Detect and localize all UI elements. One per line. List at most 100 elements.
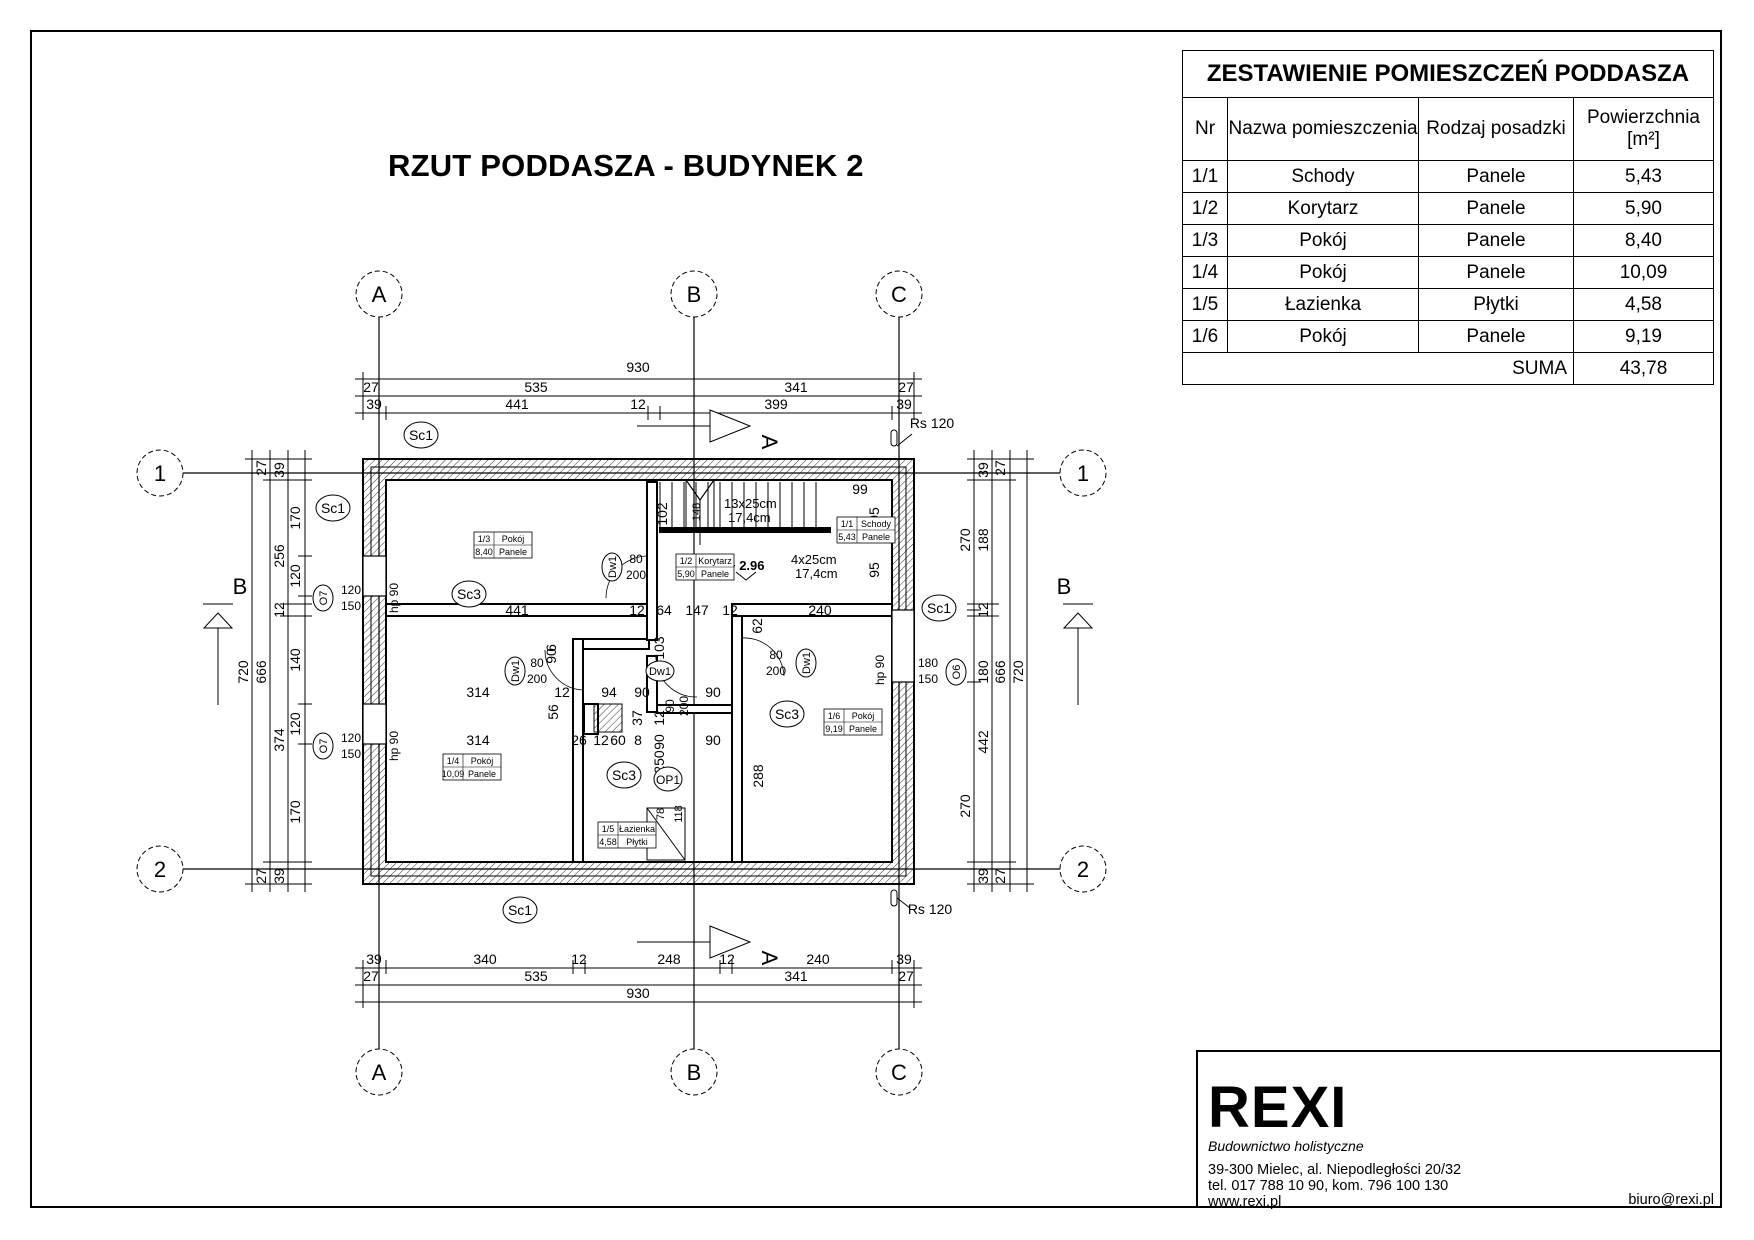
axis-label-b-bottom: B [687,1060,702,1085]
o7a-height: 150 [341,599,361,613]
schedule-cell-name: Pokój [1227,320,1419,353]
dim-left-170b: 170 [287,800,303,824]
company-address: 39-300 Mielec, al. Niepodległości 20/32 [1208,1162,1462,1178]
dim-int-148: 148 [691,503,703,521]
tag-dw1-c: Dw1 [649,666,671,678]
dw-d-width: 90 [663,699,677,713]
tag-dw1-c-bubble [645,660,675,682]
o7a-width: 120 [341,583,361,597]
dim-int-62: 62 [749,618,765,634]
dim-bottom-i2: 340 [473,951,497,967]
tag-sc1-left-bubble [315,494,351,522]
schedule-cell-area: 4,58 [1573,288,1714,321]
tag-sc1-bottom: Sc1 [508,902,532,918]
window-o6 [891,609,915,683]
room-label-name: Pokój [502,534,525,544]
header-name: Nazwa pomieszczenia [1227,97,1419,161]
room-label-floor: Panele [701,569,729,579]
o6-height: 150 [918,672,938,686]
dim-left-a27: 27 [253,460,269,476]
tag-dw1-d-bubble [795,648,817,678]
dim-int-12e: 12 [651,710,667,726]
dims-right [967,450,1034,892]
company-phone: tel. 017 788 10 90, kom. 796 100 130 [1208,1178,1449,1194]
dim-bottom-i7: 39 [896,951,912,967]
dim-left-12: 12 [271,602,287,618]
dim-right-b27: 27 [992,868,1008,884]
tag-dw1-a-bubble [601,552,623,582]
room-label-nr: 1/4 [447,756,460,766]
dim-left-a39: 39 [271,462,287,478]
section-marks [202,409,1094,959]
dim-int-90d: 90 [651,734,667,750]
dw-a-width: 80 [629,552,643,566]
dw-c-width: 80 [769,648,783,662]
room-label-floor: Panele [849,724,877,734]
schedule-cell-nr: 1/3 [1182,224,1228,257]
room-label-name: Łazienka [619,824,655,834]
room-label-name: Korytarz [698,556,732,566]
schedule-cell-nr: 1/1 [1182,160,1228,193]
stair-1-size: 13x25cm [724,496,777,511]
dim-int-147: 147 [685,602,709,618]
header-floor: Rodzaj posadzki [1418,97,1574,161]
dim-right-b39: 39 [975,868,991,884]
dim-bottom-i5: 12 [719,951,735,967]
dim-int-56: 56 [545,704,561,720]
dim-left-170a: 170 [287,506,303,530]
company-website[interactable]: www.rexi.pl [1208,1194,1282,1210]
schedule-header-row: Nr Nazwa pomieszczenia Rodzaj posadzki P… [1182,97,1714,161]
schedule-cell-name: Schody [1227,160,1419,193]
dim-int-90a: 90 [634,684,650,700]
schedule-cell-nr: 1/2 [1182,192,1228,225]
o7b-width: 120 [341,731,361,745]
tag-sc1-right: Sc1 [927,600,951,616]
axis-bubble-2-right [1059,845,1107,893]
rainwater-pipe-top [890,429,898,447]
room-label-area: 4,58 [599,837,617,847]
dim-bottom-i4: 248 [657,951,681,967]
dim-right-a27: 27 [992,460,1008,476]
dim-int-288: 288 [750,764,766,788]
dim-int-102: 102 [654,502,670,526]
dims-left [245,450,312,892]
dim-int-240: 240 [808,602,832,618]
company-email[interactable]: biuro@rexi.pl [1628,1192,1714,1208]
tag-o7-a: O7 [318,591,330,606]
window-o7-lower [362,703,387,745]
drawing-title: RZUT PODDASZA - BUDYNEK 2 [388,148,864,183]
room-label-area: 5,43 [838,532,856,542]
tag-dw1-b-bubble [504,656,526,686]
schedule-cell-floor: Panele [1418,224,1574,257]
dim-int-441: 441 [505,602,529,618]
dw-a-height: 200 [626,568,646,582]
room-label-floor: Panele [468,769,496,779]
drawing-frame [30,30,1722,1208]
dim-int-37: 37 [629,710,645,726]
dim-int-118: 118 [673,805,685,823]
tag-op1-bubble [653,766,683,792]
section-b-left-label: B [233,574,248,599]
room-label-area: 10,09 [442,769,465,779]
room-label-area: 9,19 [825,724,843,734]
sum-label: SUMA [1418,352,1574,385]
schedule-cell-name: Pokój [1227,256,1419,289]
schedule-cell-nr: 1/5 [1182,288,1228,321]
level-mark: + 2.96 [728,558,765,573]
dim-left-256: 256 [271,544,287,568]
stair-2-size: 4x25cm [791,552,837,567]
dim-left-140: 140 [287,648,303,672]
room-label-floor: Panele [862,532,890,542]
schedule-cell-floor: Panele [1418,160,1574,193]
tag-o6-bubble [945,658,967,686]
axis-label-b-top: B [687,282,702,307]
dim-top-overall: 930 [626,359,650,375]
dim-right-180: 180 [975,660,991,684]
rainwater-leader-bottom [896,897,911,909]
